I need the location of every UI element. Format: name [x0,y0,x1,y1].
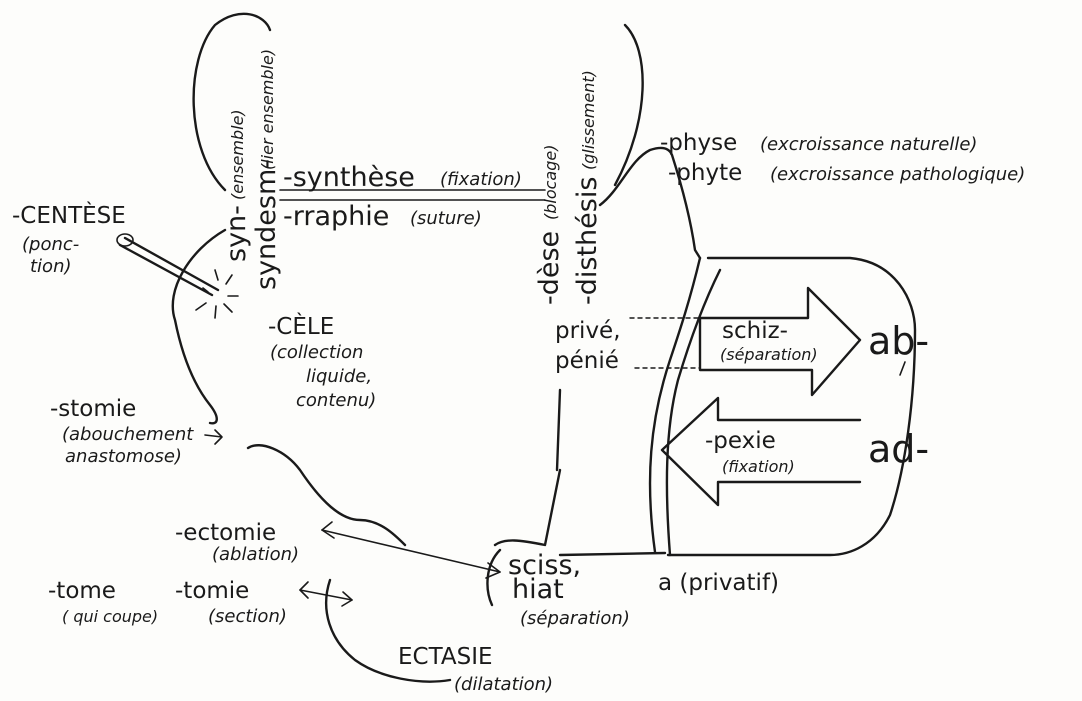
tomie-arrow [299,589,353,601]
centese-needle [123,236,220,292]
ectomie-arrowhead-right [485,562,501,579]
disthesis-vertical: -disthésis (glissement) [572,70,603,305]
pexie-gloss: (fixation) [722,457,795,476]
hiat-label: hiat [512,574,564,605]
outline-top-right-arc [613,23,644,187]
cele-label: -CÈLE [268,312,334,340]
tome-label: -tome [48,578,116,604]
sciss-gloss: (séparation) [520,608,630,629]
cele-gloss-2: liquide, [306,366,372,387]
centese-needle-head [116,233,134,247]
tomie-arrowhead-right [341,591,353,607]
outline-left-body [171,228,227,425]
penie-label: pénié [555,348,619,374]
centese-burst [195,269,239,319]
physe-label: -physe [660,130,737,156]
tomie-label: -tomie [175,578,249,604]
disthesis-gloss: (glissement) [579,70,598,170]
sciss-label: sciss, [508,550,581,581]
tomie-arrowhead-left [299,581,309,599]
physe-gloss: (excroissance naturelle) [760,134,977,155]
rraphie-label: -rraphie [283,201,389,232]
stomie-gloss-2: anastomose) [65,446,182,467]
outline-top-arc [192,12,272,192]
ectasie-gloss: (dilatation) [454,674,553,695]
ectomie-label: -ectomie [175,520,276,546]
ectasie-label: ECTASIE [398,644,493,670]
outline-d-inner-left [648,256,702,554]
phyte-label: -phyte [668,160,742,186]
ab-label: ab- [868,319,929,363]
ectomie-arrowhead-left [321,521,335,539]
stomie-gloss-1: (abouchement [62,424,194,445]
dese-label: -dèse [534,231,565,305]
schiz-label: schiz- [722,318,788,344]
syn-gloss: (ensemble) [228,109,247,200]
outline-physe-hump [598,146,702,260]
ectomie-gloss: (ablation) [212,544,299,565]
schiz-gloss: (séparation) [720,345,818,364]
centese-gloss-1: (ponc- [22,234,79,255]
outline-bag-bottom [325,578,452,683]
phyte-gloss: (excroissance pathologique) [770,164,1025,185]
disthesis-label: -disthésis [572,177,603,305]
dese-vertical: -dèse (blocage) [534,145,565,305]
ab-ad-divider [899,361,906,376]
syn-label: syn- [221,205,252,262]
synthese-gloss: (fixation) [440,169,522,190]
prive-label: privé, [555,318,621,344]
outline-a-privatif-line [558,551,667,557]
outline-d-shape [666,256,917,557]
syndesm-vertical: syndesm- (lier ensemble) [251,49,282,290]
schiz-arrow [698,286,862,397]
outline-d-inner-right [665,268,722,557]
a-privatif-label: a (privatif) [658,570,779,596]
tomie-gloss: (section) [208,606,287,627]
cele-gloss-1: (collection [270,342,363,363]
tome-gloss: ( qui coupe) [62,607,158,626]
pexie-label: -pexie [705,428,776,454]
syn-vertical: syn- (ensemble) [221,109,252,262]
centese-label: -CENTÈSE [12,201,126,229]
synthese-label: -synthèse [283,162,415,193]
syndesm-label: syndesm- [251,159,282,290]
rraphie-gloss: (suture) [410,208,482,229]
ad-label: ad- [868,427,929,471]
stomie-label: -stomie [50,396,136,422]
ectomie-arrow [321,529,501,573]
centese-needle-body [118,243,214,297]
cele-gloss-3: contenu) [296,390,376,411]
stomie-hook [204,429,223,445]
syndesm-gloss: (lier ensemble) [258,49,277,170]
pexie-arrow [660,396,862,507]
outline-lower-bag [246,444,407,547]
dese-gloss: (blocage) [541,145,560,220]
outline-dese-stalk [555,388,562,472]
centese-gloss-2: tion) [30,256,72,277]
